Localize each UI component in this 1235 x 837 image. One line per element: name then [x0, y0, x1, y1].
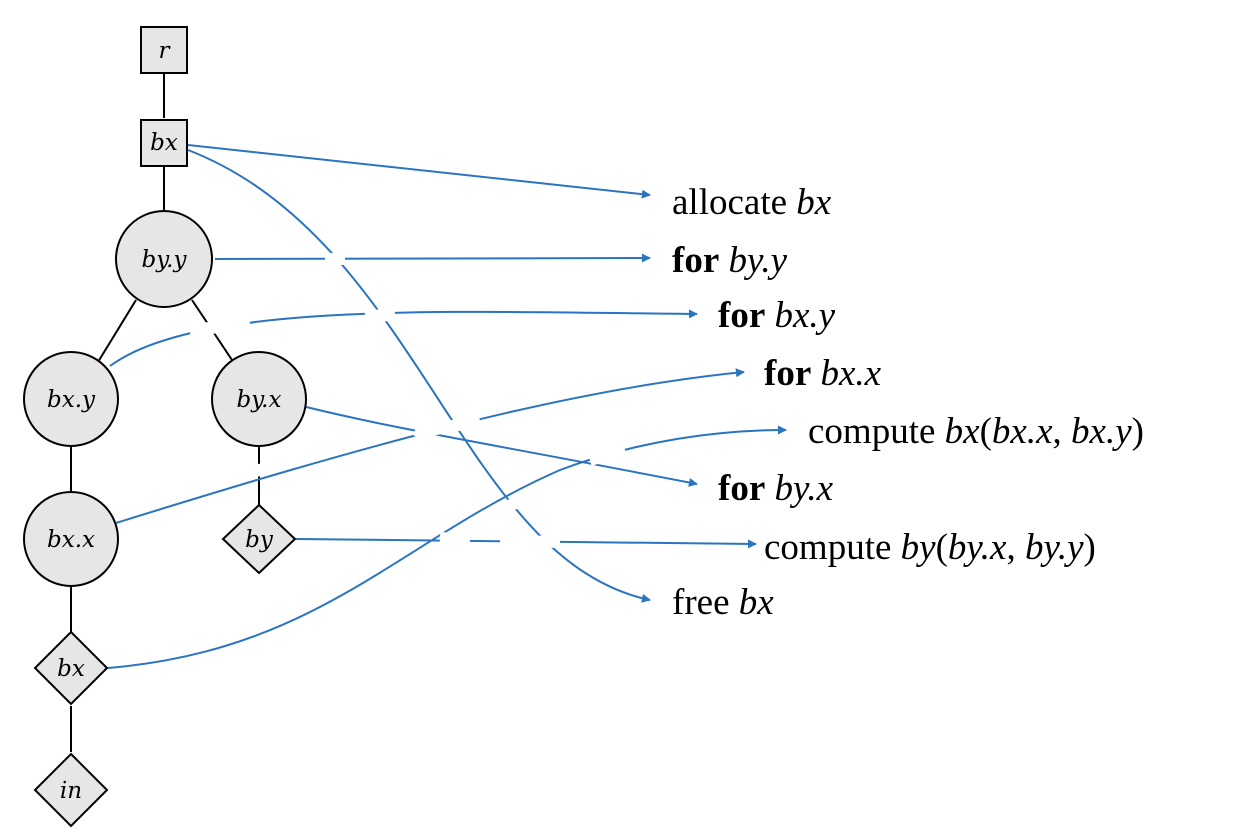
- code-token: for: [718, 295, 765, 336]
- gap-9: [588, 444, 627, 466]
- arrow-byx-for: [301, 405, 698, 487]
- arrow-bx-compute: [107, 425, 787, 669]
- code-token: bx.x: [821, 353, 882, 394]
- node-r-shape: [140, 26, 188, 74]
- crossing-gaps: [189, 253, 627, 548]
- code-token: [719, 240, 728, 281]
- code-token: bx.y: [1071, 411, 1132, 452]
- code-token: by.x: [775, 468, 834, 509]
- code-line-2: for bx.y: [718, 295, 836, 336]
- node-bx-root-shape: [140, 119, 188, 167]
- gap-4: [233, 459, 277, 484]
- code-token: ,: [1006, 527, 1025, 568]
- code-token: for: [718, 468, 765, 509]
- node-by-x-label: by.x: [237, 387, 282, 413]
- node-in-leaf-label: in: [60, 778, 82, 804]
- code-token: (: [980, 411, 992, 452]
- code-token: (: [936, 527, 948, 568]
- code-line-3: for bx.x: [764, 353, 882, 394]
- node-bx-y: bx.y: [23, 351, 119, 447]
- arrow-bx-free: [187, 149, 651, 603]
- node-by-y: by.y: [115, 210, 213, 308]
- node-by-x-shape: [211, 351, 307, 447]
- node-in-leaf-shape: [33, 752, 109, 828]
- code-token: ,: [1053, 411, 1072, 452]
- node-bx-y-label: bx.y: [47, 387, 96, 413]
- code-token: by: [901, 527, 937, 568]
- arrow-bx-allocate: [187, 144, 651, 199]
- node-bx-x-label: bx.x: [47, 527, 95, 553]
- arrow-bxx-for: [115, 368, 745, 524]
- code-token: compute: [808, 411, 945, 452]
- code-token: bx.x: [992, 411, 1053, 452]
- node-bx-x: bx.x: [23, 491, 119, 587]
- code-line-6: compute by(by.x, by.y): [764, 527, 1096, 568]
- code-line-0: allocate bx: [672, 182, 832, 223]
- node-by-leaf-shape: [221, 503, 297, 575]
- gap-2: [189, 318, 251, 336]
- code-token: [765, 295, 774, 336]
- node-bx-leaf: bx: [33, 630, 109, 706]
- node-by-x: by.x: [211, 351, 307, 447]
- code-token: free: [672, 582, 739, 623]
- code-line-5: for by.x: [718, 468, 834, 509]
- node-r-label: r: [159, 38, 172, 64]
- gap-8: [497, 486, 543, 516]
- code-token: [811, 353, 820, 394]
- gap-3: [364, 309, 396, 322]
- node-r: r: [140, 26, 188, 74]
- node-bx-y-shape: [23, 351, 119, 447]
- node-by-y-shape: [115, 210, 213, 308]
- node-bx-leaf-label: bx: [57, 656, 85, 682]
- node-by-leaf: by: [221, 503, 297, 575]
- code-token: for: [764, 353, 811, 394]
- code-line-7: free bx: [672, 582, 774, 623]
- node-bx-x-shape: [23, 491, 119, 587]
- arrow-bxy-for: [109, 309, 698, 367]
- arrow-byy-for: [214, 253, 651, 263]
- edge-byy-bxy: [97, 299, 137, 363]
- node-bx-root-label: bx: [150, 130, 178, 156]
- code-line-4: compute bx(bx.x, bx.y): [808, 411, 1144, 452]
- code-token: by.y: [729, 240, 788, 281]
- code-line-1: for by.y: [672, 240, 788, 281]
- code-token: bx: [945, 411, 981, 452]
- node-bx-root: bx: [140, 119, 188, 167]
- tree-nodes: r bx by.y bx.y by.x bx.x by bx: [23, 26, 307, 828]
- code-token: bx: [796, 182, 832, 223]
- code-token: [765, 468, 774, 509]
- node-by-y-label: by.y: [142, 247, 188, 273]
- code-token: ): [1084, 527, 1096, 568]
- gap-6: [439, 532, 471, 546]
- code-token: ): [1132, 411, 1144, 452]
- code-token: for: [672, 240, 719, 281]
- node-bx-leaf-shape: [33, 630, 109, 706]
- code-token: by.x: [948, 527, 1007, 568]
- code-token: bx: [739, 582, 775, 623]
- node-by-leaf-label: by: [245, 527, 274, 553]
- gap-7: [499, 535, 561, 548]
- code-token: compute: [764, 527, 901, 568]
- code-token: bx.y: [775, 295, 836, 336]
- node-in-leaf: in: [33, 752, 109, 828]
- code-token: allocate: [672, 182, 796, 223]
- code-token: by.y: [1025, 527, 1084, 568]
- gap-10: [413, 424, 437, 440]
